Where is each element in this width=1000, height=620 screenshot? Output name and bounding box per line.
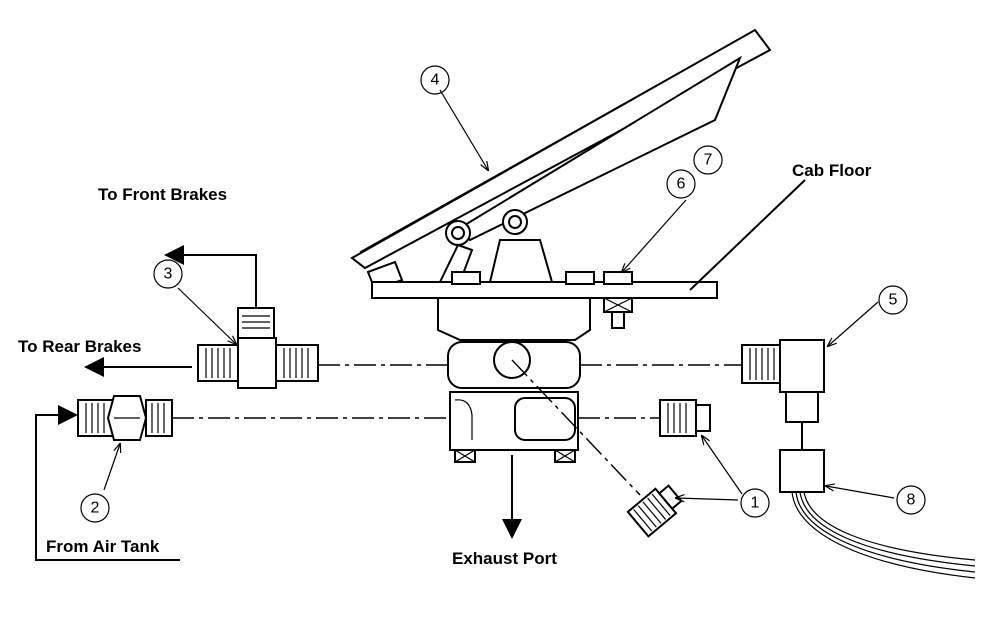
callout-1: 1 [740,488,770,518]
svg-text:6: 6 [677,176,686,193]
callout-7: 7 [693,145,723,175]
callout-3: 3 [153,259,183,289]
exhaust-plug [626,484,683,538]
callout-8: 8 [896,485,926,515]
plug-fitting [659,399,711,437]
callout-5: 5 [878,285,908,315]
cab-floor-label: Cab Floor [792,161,872,180]
svg-text:5: 5 [889,292,898,309]
from-air-tank-label: From Air Tank [46,537,160,556]
callout-leaders [103,89,895,500]
exhaust-port-label: Exhaust Port [452,549,557,568]
to-front-brakes-label: To Front Brakes [98,185,227,204]
foot-pedal [350,28,772,292]
svg-text:4: 4 [431,72,440,89]
elbow-fitting [741,339,825,423]
svg-text:8: 8 [907,492,916,509]
inline-fitting [77,395,173,441]
callout-6: 6 [666,169,696,199]
svg-text:2: 2 [91,500,100,517]
front-brakes-arrow [164,245,257,308]
to-rear-brakes-label: To Rear Brakes [18,337,141,356]
air-tank-arrow [35,405,180,561]
callout-2: 2 [80,493,110,523]
svg-text:3: 3 [164,266,173,283]
stop-light-switch [779,449,976,579]
brake-valve-body [437,297,641,496]
svg-text:1: 1 [751,495,760,512]
callout-4: 4 [420,65,450,95]
svg-text:7: 7 [704,152,713,169]
tee-fitting [197,307,319,389]
cab-floor-leader [689,179,806,291]
